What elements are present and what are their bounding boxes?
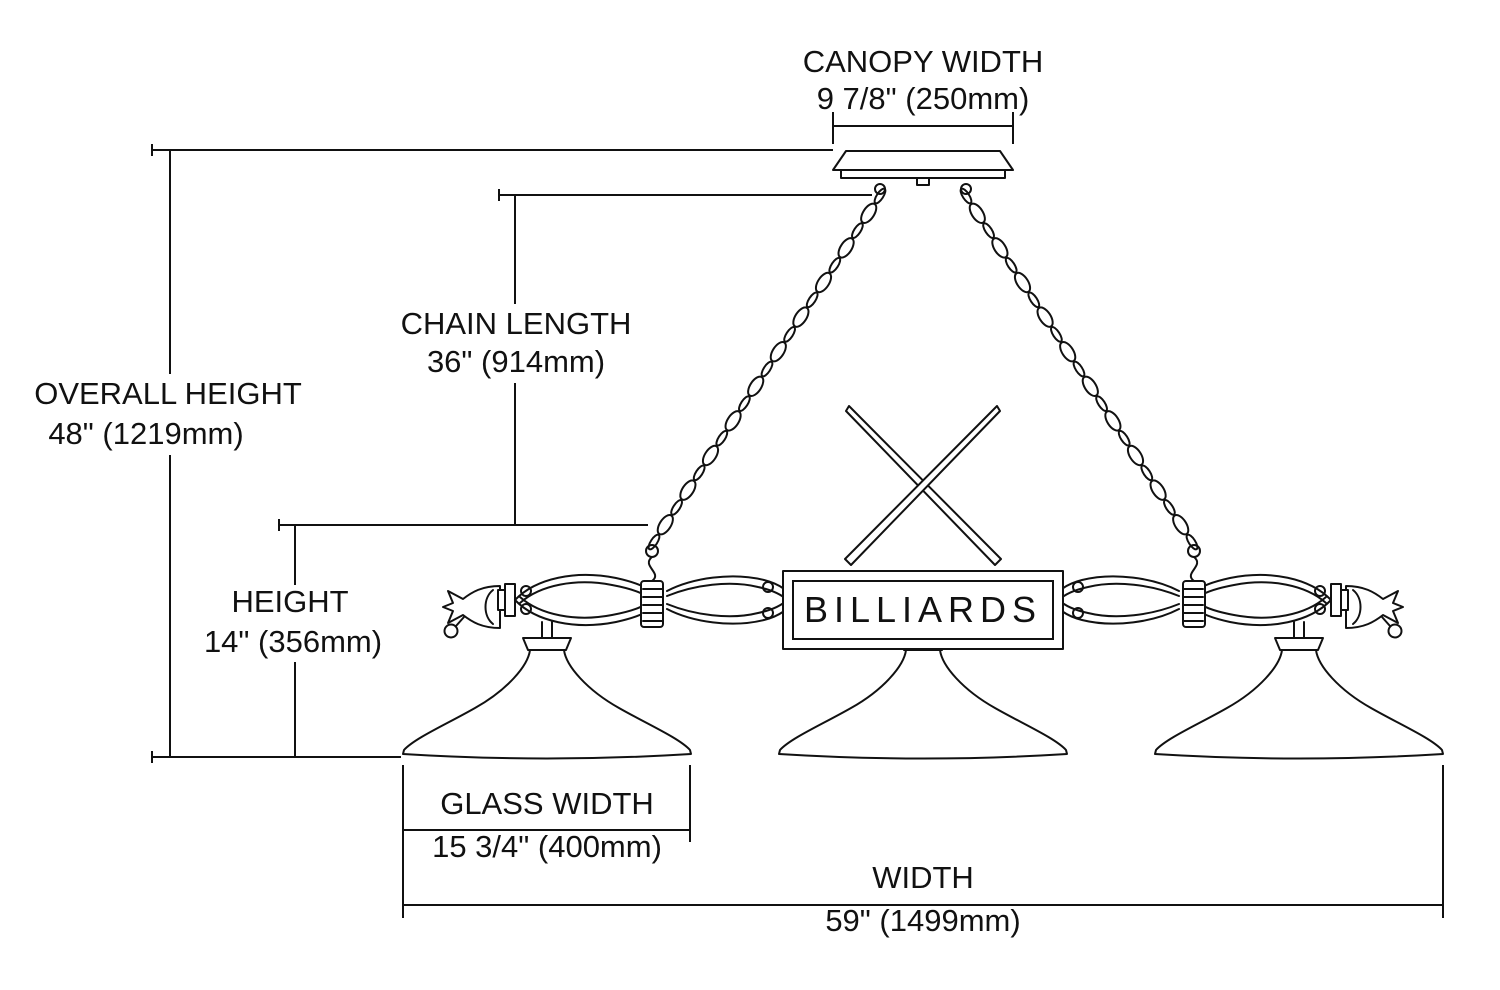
width-label: WIDTH xyxy=(872,860,974,895)
billiards-sign-text: BILLIARDS xyxy=(804,589,1042,630)
height-value: 14" (356mm) xyxy=(204,624,382,659)
canopy-width-value: 9 7/8" (250mm) xyxy=(817,81,1030,116)
glass-width-value: 15 3/4" (400mm) xyxy=(432,829,662,864)
ceiling-canopy xyxy=(832,150,1014,195)
canopy-width-label: CANOPY WIDTH xyxy=(803,44,1044,79)
dim-width xyxy=(403,765,1444,918)
dim-glass-width xyxy=(402,765,691,918)
ornament-right xyxy=(1051,544,1404,639)
width-value: 59" (1499mm) xyxy=(825,903,1020,938)
chain-length-value: 36" (914mm) xyxy=(427,344,605,379)
chain-right xyxy=(959,187,1199,551)
chain-length-label: CHAIN LENGTH xyxy=(401,306,632,341)
billiards-sign: BILLIARDS xyxy=(782,570,1064,650)
dim-overall-height xyxy=(151,144,833,763)
glass-shade-right xyxy=(1154,637,1444,760)
overall-height-value: 48" (1219mm) xyxy=(48,416,243,451)
pool-cues-icon xyxy=(844,405,1002,566)
height-label: HEIGHT xyxy=(231,584,348,619)
glass-width-label: GLASS WIDTH xyxy=(440,786,654,821)
overall-height-label: OVERALL HEIGHT xyxy=(34,376,302,411)
chain-left xyxy=(647,187,887,551)
ornament-left xyxy=(442,544,795,639)
dim-chain-length xyxy=(278,189,872,531)
dim-canopy-width xyxy=(832,112,1014,144)
glass-shade-left xyxy=(402,637,692,760)
glass-shade-center xyxy=(778,637,1068,760)
